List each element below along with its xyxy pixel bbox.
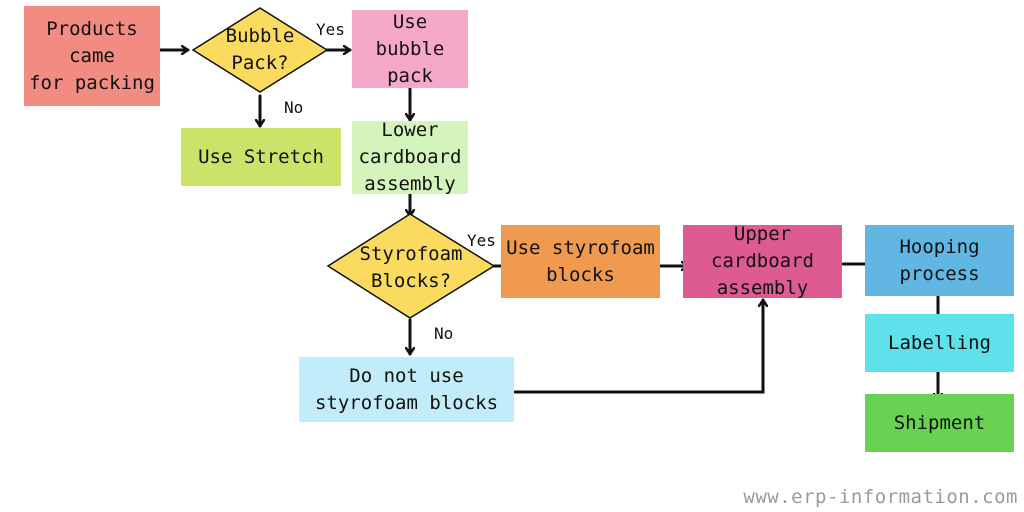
styro-no-label: No bbox=[434, 324, 454, 343]
bubble-pack-question: Bubble Pack? bbox=[225, 25, 295, 74]
use-styrofoam-box: Use styrofoam blocks bbox=[501, 225, 660, 298]
bubble-pack-diamond bbox=[191, 7, 329, 93]
styrofoam-diamond bbox=[326, 213, 496, 319]
use-stretch-box: Use Stretch bbox=[181, 128, 341, 186]
upper-cardboard-box: Upper cardboard assembly bbox=[683, 223, 842, 299]
bubble-yes-label: Yes bbox=[316, 20, 345, 39]
lower-cardboard-box: Lower cardboard assembly bbox=[352, 119, 468, 195]
bubble-no-label: No bbox=[284, 98, 304, 117]
use-bubble-pack-box: Use bubble pack bbox=[352, 10, 468, 88]
styrofoam-question: Styrofoam Blocks? bbox=[359, 243, 463, 292]
styro-yes-label: Yes bbox=[467, 231, 496, 250]
hooping-box: Hooping process bbox=[865, 225, 1014, 296]
products-box: Products came for packing bbox=[24, 6, 160, 106]
watermark: www.erp-information.com bbox=[743, 486, 1018, 508]
labelling-box: Labelling bbox=[865, 314, 1014, 372]
arrow-not-styro-to-upper bbox=[512, 298, 763, 394]
do-not-use-styrofoam-box: Do not use styrofoam blocks bbox=[299, 357, 514, 422]
shipment-box: Shipment bbox=[865, 394, 1014, 452]
